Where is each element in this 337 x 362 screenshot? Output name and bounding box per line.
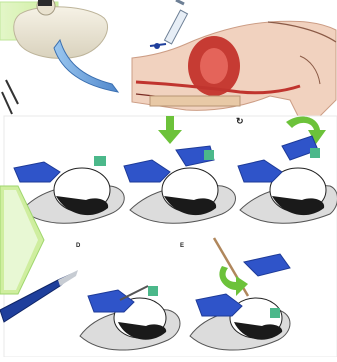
airway-cross-section-image xyxy=(132,0,336,120)
tracheostomy-tube-image xyxy=(2,0,118,114)
panel-label-d: D xyxy=(76,243,81,249)
panel-label-e: E xyxy=(180,243,184,249)
top-right-symbol: ↻ xyxy=(236,116,244,126)
